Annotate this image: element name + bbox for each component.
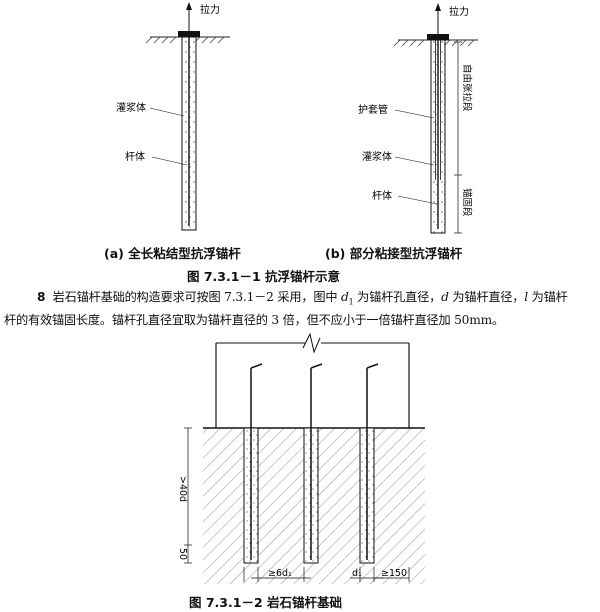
dimension-vertical [184, 427, 192, 564]
rod-label-a: 杆体 [125, 151, 145, 163]
free-section-label: 自由张拉段 [461, 64, 473, 112]
anchor-hole-3 [359, 363, 379, 564]
var-d: d [441, 290, 449, 304]
figure-anchor-diagram: 拉力 灌浆体 杆体 拉力 护套管 灌浆体 杆体 自由张拉段 锚固段 [116, 2, 478, 234]
pull-force-label-b: 拉力 [449, 5, 469, 18]
sheath-label: 护套管 [358, 103, 388, 116]
anchor-hole-1 [243, 363, 263, 564]
clause-number: 8 [37, 290, 46, 304]
dimension-bottom [243, 567, 410, 582]
para-line-2: 杆的有效锚固长度。锚杆孔直径宜取为锚杆直径的 3 倍，但不应小于一倍锚杆直径加 … [4, 313, 504, 328]
spacing-label: ≥6d₁ [268, 568, 292, 579]
var-l: l [524, 290, 528, 304]
grout-label-b: 灌浆体 [362, 150, 392, 163]
para-text-1: 岩石锚杆基础的构造要求可按图 7.3.1－2 采用，图中 [52, 290, 341, 304]
break-mark [302, 332, 321, 354]
anchor-partial-bond [393, 3, 478, 234]
anchor-full-bond [145, 2, 230, 231]
clause-8-paragraph: 8 岩石锚杆基础的构造要求可按图 7.3.1－2 采用，图中 d1 为锚杆孔直径… [4, 288, 598, 330]
pull-force-label-a: 拉力 [200, 3, 220, 16]
length-label: >40d [177, 476, 188, 502]
para-text-4: 为锚杆 [528, 290, 568, 304]
bottom-label: 50 [177, 548, 188, 560]
anchor-section-label: 锚固段 [461, 188, 473, 217]
figure1-title: 图 7.3.1－1 抗浮锚杆示意 [187, 269, 340, 284]
figure-rock-anchor-foundation: >40d 50 ≥6d₁ d₁ ≥150 [177, 332, 425, 584]
var-d1: d [340, 290, 349, 304]
caption-a: (a) 全长粘结型抗浮锚杆 [104, 246, 241, 261]
hole-label: d₁ [352, 568, 362, 579]
var-d1-sub: 1 [348, 297, 354, 307]
rod-label-b: 杆体 [372, 190, 392, 202]
grout-label-a: 灌浆体 [116, 101, 146, 114]
edge-label: ≥150 [381, 568, 407, 579]
para-text-2: 为锚杆孔直径， [353, 290, 442, 304]
para-text-3: 为锚杆直径， [448, 290, 525, 304]
figure2-title: 图 7.3.1－2 岩石锚杆基础 [189, 595, 342, 610]
caption-b: (b) 部分粘接型抗浮锚杆 [325, 246, 463, 261]
anchor-hole-2 [303, 363, 323, 564]
